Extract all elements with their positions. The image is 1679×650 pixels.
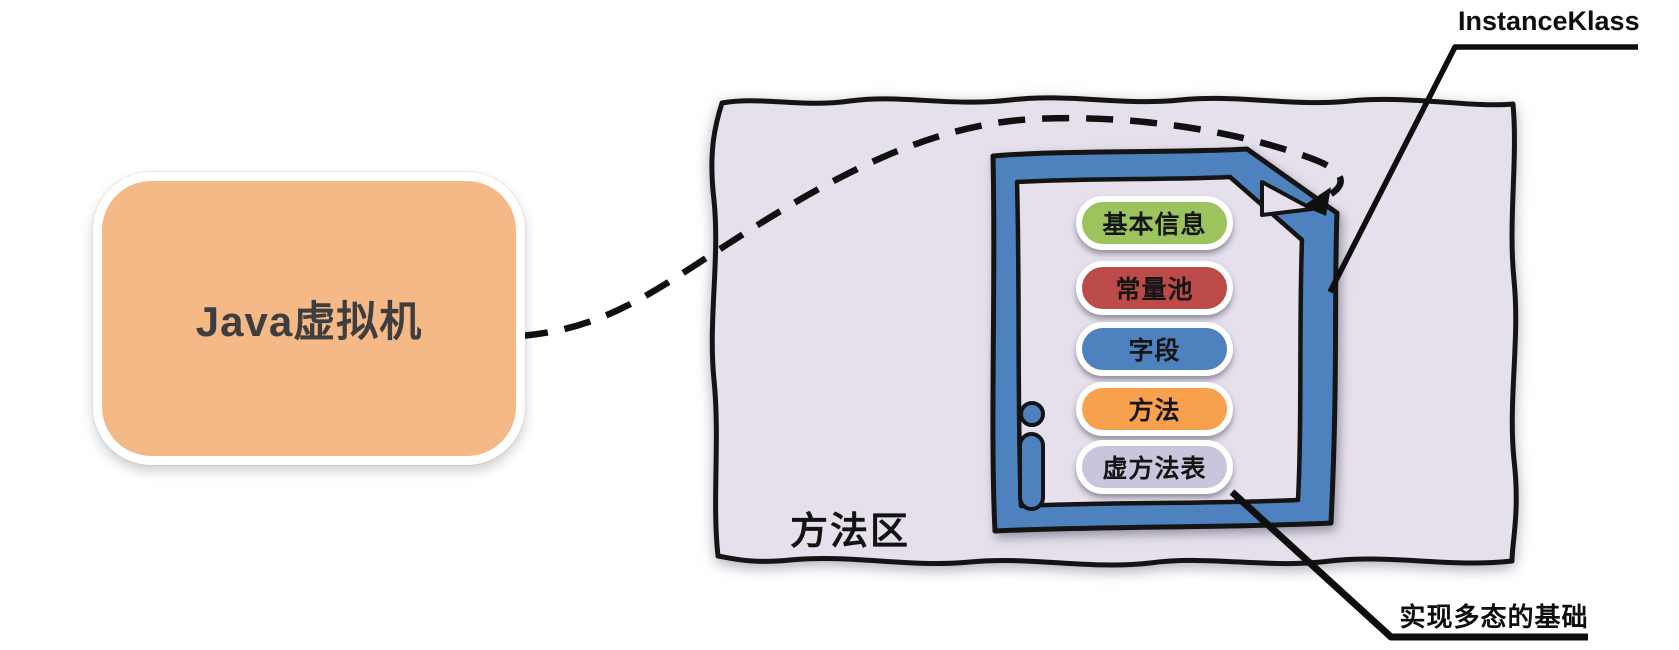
pill-vtable: 虚方法表 [1076,440,1233,494]
pill-constant-pool: 常量池 [1076,261,1233,315]
arrowhead-icon [1303,187,1331,216]
info-icon [1018,401,1045,511]
folded-corner-notch [1260,180,1314,217]
pill-methods: 方法 [1076,382,1233,436]
instanceklass-callout-line [1327,44,1638,294]
instanceklass-label: InstanceKlass [1458,6,1640,36]
polymorphism-callout-line [1229,489,1588,641]
polymorphism-label: 实现多态的基础 [1399,602,1589,632]
pill-basic-info: 基本信息 [1076,196,1233,250]
jvm-box-label: Java虚拟机 [195,298,423,345]
jvm-box: Java虚拟机 [93,172,525,465]
pill-fields: 字段 [1076,322,1233,376]
jvm-to-classfile-dashed-arrow [520,114,1344,340]
method-area-label: 方法区 [790,511,911,553]
